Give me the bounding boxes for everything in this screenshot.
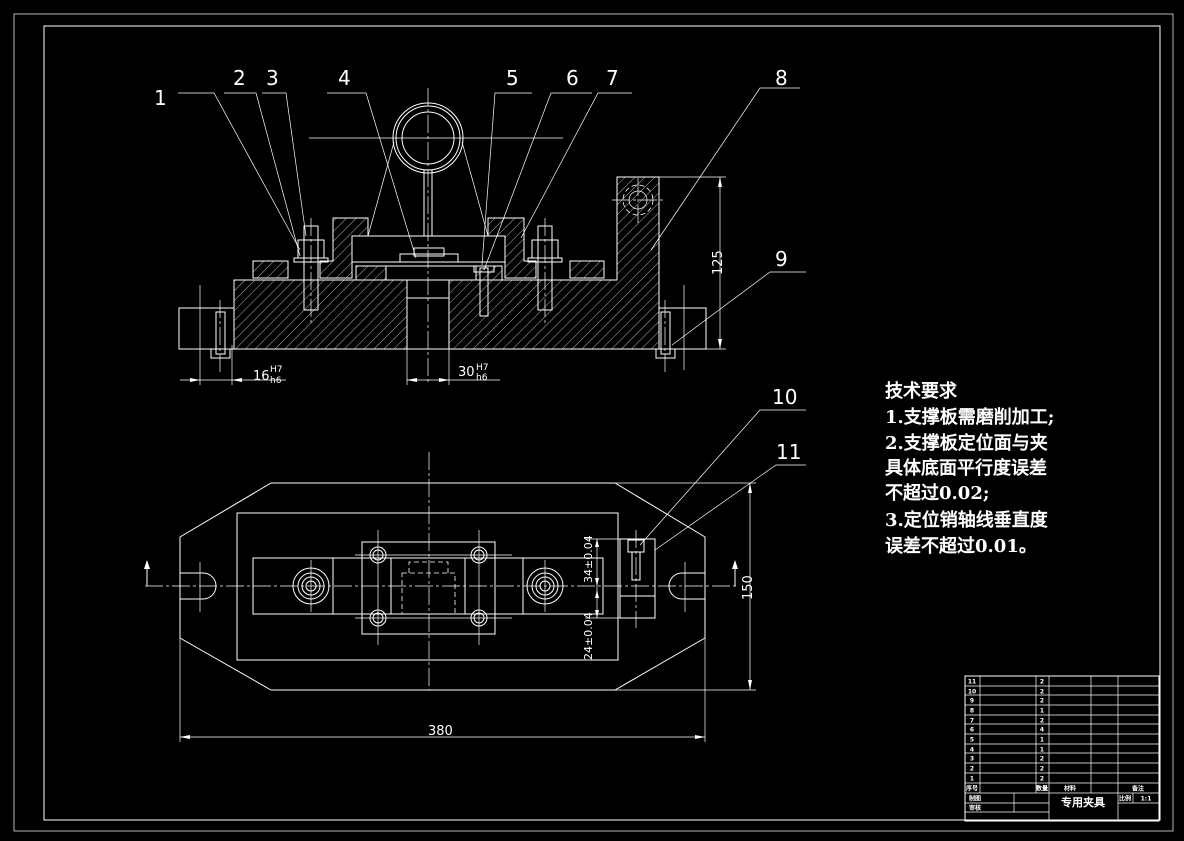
part-label-1: 1 (154, 86, 167, 110)
part-label-4: 4 (338, 66, 351, 90)
checked-by-label: 审核 (969, 804, 981, 812)
row-number: 1 (970, 776, 974, 783)
workpiece-plate (351, 235, 506, 263)
part-label-8: 8 (775, 66, 788, 90)
row-number: 9 (970, 698, 974, 705)
dimension-fit-16: 16 H7 h6 (180, 365, 286, 386)
row-number: 2 (970, 766, 974, 773)
inner-border (43, 25, 1161, 821)
scale-value: 1:1 (1141, 796, 1152, 803)
part-leaders: 1 2 3 4 5 6 7 8 9 10 11 (154, 66, 806, 551)
row-quantity: 2 (1040, 689, 1044, 696)
support-plate-right (569, 260, 605, 279)
fit-upper: H7 (270, 365, 283, 375)
header-no: 序号 (965, 785, 978, 793)
dim-text: 380 (428, 724, 453, 739)
dim-text: 150 (741, 575, 756, 600)
part-label-10: 10 (772, 385, 797, 409)
fit-value: 16 (253, 369, 270, 384)
row-quantity: 1 (1040, 737, 1044, 744)
part-label-2: 2 (233, 66, 246, 90)
part-label-9: 9 (775, 247, 788, 271)
locating-plate (361, 541, 496, 635)
row-quantity: 2 (1040, 698, 1044, 705)
dimension-height-125: 125 (659, 176, 726, 350)
row-quantity: 2 (1040, 766, 1044, 773)
plan-view (144, 452, 738, 691)
row-number: 6 (970, 727, 974, 734)
dim-text: 34±0.04 (582, 535, 595, 583)
row-quantity: 2 (1040, 679, 1044, 686)
requirement-line: 2.支撑板定位面与夹 (885, 432, 1048, 454)
row-quantity: 2 (1040, 756, 1044, 763)
part-label-6: 6 (566, 66, 579, 90)
requirement-line: 3.定位销轴线垂直度 (885, 509, 1049, 531)
stud-bolt-right (527, 218, 563, 325)
technical-requirements: 技术要求 1.支撑板需磨削加工; 2.支撑板定位面与夹 具体底面平行度误差 不超… (885, 380, 1054, 557)
requirement-line: 不超过0.02; (885, 482, 989, 504)
part-label-3: 3 (266, 66, 279, 90)
part-label-5: 5 (506, 66, 519, 90)
fit-lower: h6 (476, 373, 488, 383)
outer-border (13, 13, 1174, 832)
row-number: 3 (970, 756, 974, 763)
requirement-line: 具体底面平行度误差 (885, 457, 1047, 479)
locating-screw (479, 267, 489, 317)
part-label-7: 7 (606, 66, 619, 90)
row-quantity: 4 (1040, 727, 1044, 734)
locating-pin-block (619, 538, 656, 619)
right-flange (658, 307, 707, 350)
clamp-left (319, 217, 369, 279)
row-number: 7 (970, 718, 974, 725)
drawn-by-label: 制图 (969, 795, 981, 803)
requirement-line: 误差不超过0.01。 (885, 535, 1037, 557)
fit-upper: H7 (476, 363, 489, 373)
dimension-width-150: 150 (615, 482, 756, 691)
requirement-line: 1.支撑板需磨削加工; (885, 406, 1054, 428)
plate-screw-holes (355, 530, 512, 645)
row-number: 10 (968, 689, 976, 696)
support-plate-left (252, 260, 289, 279)
base-left-section (233, 279, 408, 350)
section-arrow-right (732, 560, 738, 569)
base-pocket (236, 512, 619, 661)
dimension-fit-30: 30 H7 h6 (406, 349, 500, 385)
base-outline (179, 482, 706, 691)
drawing-title: 专用夹具 (1061, 795, 1105, 809)
dimension-tolerance-24: 24±0.04 (582, 586, 622, 660)
scale-label: 比例 (1119, 795, 1131, 803)
base-screw-right (660, 311, 671, 355)
section-arrow-left (144, 560, 150, 569)
header-quantity: 数量 (1036, 785, 1048, 793)
row-quantity: 2 (1040, 776, 1044, 783)
title-block-frame (964, 675, 1160, 822)
header-remark: 备注 (1131, 785, 1144, 793)
header-material: 材料 (1063, 785, 1076, 793)
dimension-tolerance-34: 34±0.04 (582, 535, 622, 586)
row-quantity: 1 (1040, 708, 1044, 715)
part-label-11: 11 (776, 440, 801, 464)
row-number: 8 (970, 708, 974, 715)
base-screw-left (215, 311, 226, 355)
row-number: 4 (970, 747, 974, 754)
front-section-view (178, 88, 707, 385)
row-quantity: 2 (1040, 718, 1044, 725)
base-right-section (448, 176, 660, 350)
row-number: 11 (968, 679, 976, 686)
fit-value: 30 (458, 365, 475, 380)
dim-text: 125 (711, 250, 726, 275)
dim-text: 24±0.04 (582, 612, 595, 660)
row-quantity: 1 (1040, 747, 1044, 754)
row-number: 5 (970, 737, 974, 744)
left-flange (178, 307, 235, 350)
fit-lower: h6 (270, 376, 282, 386)
requirements-title: 技术要求 (885, 380, 958, 402)
